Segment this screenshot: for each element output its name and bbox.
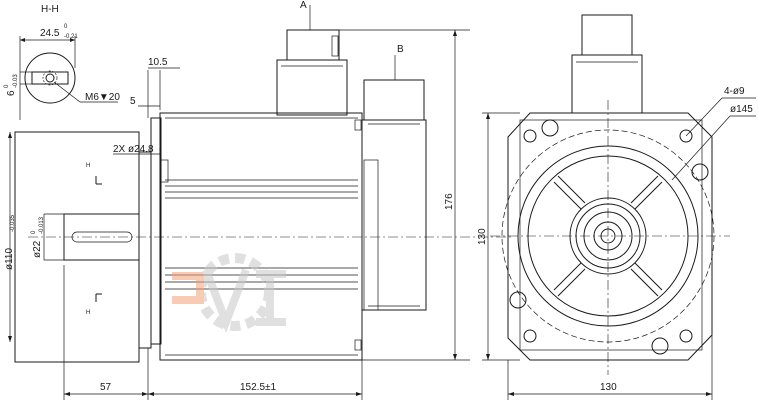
key-section-view: H-H 24.5 0 -0.21 6 0 -0.03 M6▼20 (4, 4, 120, 120)
key-width-tol-lower: -0.21 (64, 34, 78, 40)
pilot-dia-dim: ø110 (4, 248, 15, 270)
key-height-dim: 6 (6, 90, 17, 96)
shaft-dia-dim: ø22 (32, 240, 43, 258)
section-mark-top: H (86, 163, 90, 169)
shaft-dia-tol-upper: 0 (31, 230, 37, 234)
key-width-tol-upper: 0 (64, 24, 68, 30)
tapped-hole-label: M6▼20 (85, 92, 120, 103)
key-height-tol-lower: -0.03 (13, 74, 19, 88)
pilot-dia-tol: -0.035 (10, 214, 16, 232)
body-length-dim: 152.5±1 (240, 382, 277, 393)
mount-hole-dim: 2X ø24.8 (113, 144, 154, 155)
shaft-dia-tol-lower: -0.013 (39, 216, 45, 234)
section-mark-bottom: H (86, 310, 90, 316)
shaft-length-dim: 57 (100, 382, 112, 393)
motor-side-view: A B 10.5 5 2X ø24.8 H H ø110 -0.035 ø22 … (4, 0, 512, 400)
connector-a-label: A (300, 0, 307, 11)
pilot-depth-dim: 5 (130, 96, 136, 107)
connector-b-label: B (397, 44, 404, 55)
key-height-tol-upper: 0 (4, 84, 10, 88)
hole-spec-label: 4-ø9 (724, 86, 745, 97)
brand-watermark (172, 253, 286, 334)
pcd-label: ø145 (730, 104, 753, 115)
flange-offset-dim: 10.5 (148, 57, 168, 68)
flange-width-dim: 130 (600, 382, 617, 393)
flange-square-dim: 130 (477, 228, 488, 245)
key-width-dim: 24.5 (40, 28, 60, 39)
section-label: H-H (41, 4, 59, 15)
motor-end-view: 130 130 4-ø9 ø145 (477, 14, 756, 400)
overall-height-dim: 176 (444, 193, 455, 210)
